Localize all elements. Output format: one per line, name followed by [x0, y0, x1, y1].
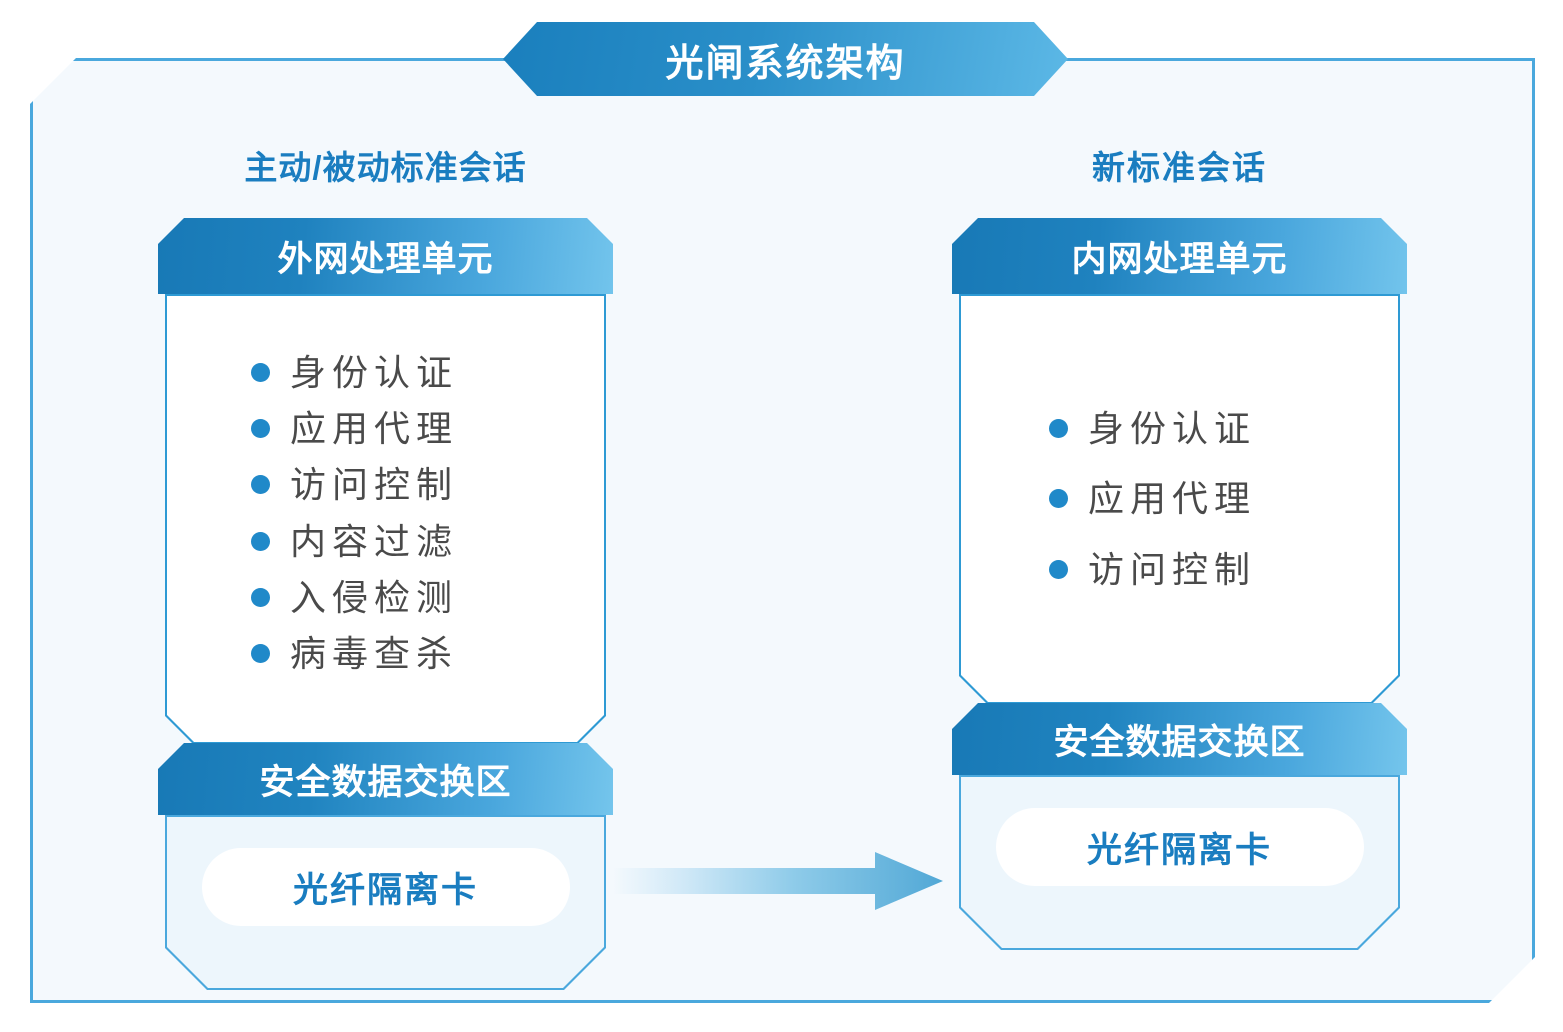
column-left-isolation-card: 光纤隔离卡 [202, 848, 570, 926]
feature-label: 身份认证 [290, 352, 459, 394]
column-left-unit-body-wrap: 身份认证 应用代理 访问控制 内容过滤 [165, 294, 606, 744]
bullet-icon [1049, 560, 1068, 579]
column-right-unit-header-label: 内网处理单元 [1071, 239, 1288, 279]
right-arrow-icon [613, 852, 943, 910]
column-right: 新标准会话 内网处理单元 身份认证 应用代理 [952, 142, 1407, 950]
list-item: 身份认证 [1049, 403, 1398, 454]
column-left-zone-header: 安全数据交换区 [158, 743, 613, 815]
bullet-icon [1049, 419, 1068, 438]
column-left: 主动/被动标准会话 外网处理单元 身份认证 应用代理 [158, 142, 613, 990]
bullet-icon [1049, 489, 1068, 508]
feature-label: 应用代理 [290, 408, 459, 450]
column-right-session-title: 新标准会话 [1092, 149, 1267, 186]
list-item: 病毒查杀 [251, 628, 604, 679]
column-right-unit-body-wrap: 身份认证 应用代理 访问控制 [959, 294, 1400, 704]
list-item: 身份认证 [251, 347, 604, 398]
bullet-icon [251, 363, 270, 382]
list-item: 应用代理 [251, 403, 604, 454]
feature-label: 身份认证 [1088, 408, 1257, 450]
bullet-icon [251, 532, 270, 551]
bullet-icon [251, 644, 270, 663]
feature-label: 入侵检测 [290, 576, 459, 618]
list-item: 应用代理 [1049, 473, 1398, 524]
list-item: 访问控制 [251, 459, 604, 510]
feature-label: 应用代理 [1088, 478, 1257, 520]
column-right-isolation-card-label: 光纤隔离卡 [1086, 830, 1272, 870]
diagram-title: 光闸系统架构 [665, 42, 906, 85]
column-right-unit-body: 身份认证 应用代理 访问控制 [959, 294, 1400, 704]
feature-label: 病毒查杀 [290, 632, 459, 674]
list-item: 内容过滤 [251, 516, 604, 567]
column-left-unit-header-label: 外网处理单元 [277, 239, 494, 279]
column-right-zone-header-label: 安全数据交换区 [1053, 722, 1306, 762]
column-left-isolation-card-label: 光纤隔离卡 [292, 870, 478, 910]
column-right-zone-body-fill: 光纤隔离卡 [961, 777, 1398, 948]
column-right-feature-list: 身份认证 应用代理 访问控制 [961, 403, 1398, 594]
column-left-zone-header-label: 安全数据交换区 [259, 762, 512, 802]
column-left-unit-header: 外网处理单元 [158, 218, 613, 294]
column-right-zone-header: 安全数据交换区 [952, 703, 1407, 775]
column-left-unit-body: 身份认证 应用代理 访问控制 内容过滤 [165, 294, 606, 744]
column-right-unit-body-fill: 身份认证 应用代理 访问控制 [961, 296, 1398, 702]
feature-label: 访问控制 [1088, 548, 1257, 590]
column-left-zone-body-fill: 光纤隔离卡 [167, 817, 604, 988]
bullet-icon [251, 588, 270, 607]
bullet-icon [251, 475, 270, 494]
column-left-feature-list: 身份认证 应用代理 访问控制 内容过滤 [167, 347, 604, 679]
column-right-unit-header: 内网处理单元 [952, 218, 1407, 294]
column-left-zone-body: 光纤隔离卡 [165, 815, 606, 990]
feature-label: 内容过滤 [290, 520, 459, 562]
list-item: 入侵检测 [251, 572, 604, 623]
column-right-isolation-card: 光纤隔离卡 [996, 808, 1364, 886]
list-item: 访问控制 [1049, 544, 1398, 595]
bullet-icon [251, 419, 270, 438]
column-left-session-title: 主动/被动标准会话 [244, 149, 527, 186]
column-right-zone-body: 光纤隔离卡 [959, 775, 1400, 950]
diagram-title-banner: 光闸系统架构 [503, 22, 1068, 96]
feature-label: 访问控制 [290, 464, 459, 506]
column-left-unit-body-fill: 身份认证 应用代理 访问控制 内容过滤 [167, 296, 604, 742]
